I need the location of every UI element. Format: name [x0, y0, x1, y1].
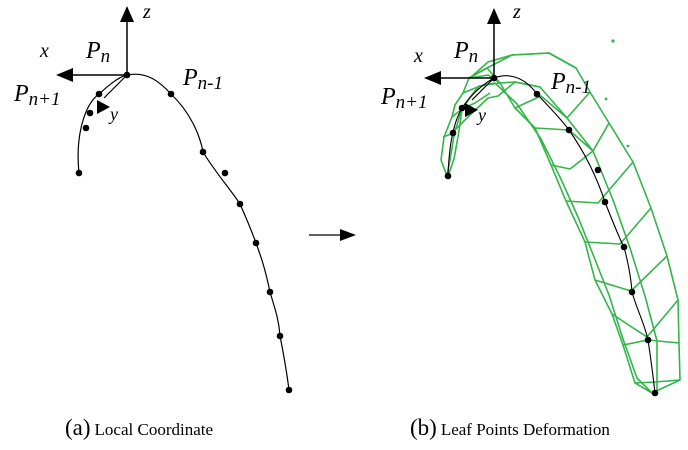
caption-a-text: Local Coordinate	[94, 420, 214, 439]
leaf-mesh	[440, 52, 681, 394]
y-axis-arrowhead	[97, 100, 110, 114]
x-axis-arrowhead	[424, 71, 441, 85]
sample-point	[620, 243, 628, 251]
z-axis-label: z	[142, 1, 151, 23]
mesh-rib	[442, 107, 463, 138]
mesh-rib	[634, 379, 681, 384]
y-axis-line	[471, 77, 495, 101]
caption-b-letter: (b)	[410, 415, 437, 440]
caption-a: (a) Local Coordinate	[65, 416, 213, 439]
sample-point	[266, 288, 274, 296]
caption-a-letter: (a)	[65, 415, 91, 440]
mesh-outline-left	[440, 67, 653, 394]
sample-point	[236, 200, 244, 208]
x-axis-label: x	[413, 45, 423, 67]
y-axis-arrowhead	[465, 103, 478, 117]
sample-point	[252, 239, 260, 247]
sample-point	[199, 148, 207, 156]
caption-b-text: Leaf Points Deformation	[440, 420, 610, 439]
mesh-rib	[534, 122, 610, 152]
midrib-curve-a	[77, 73, 290, 391]
mesh-rib	[611, 299, 679, 338]
sample-point	[221, 169, 229, 177]
y-axis-line	[103, 74, 128, 99]
sample-points-a	[75, 71, 293, 394]
sample-point	[594, 166, 602, 174]
panel-b: z x y Pn Pn-1 Pn+1	[380, 1, 681, 397]
point-label-pn-plus-1: Pn+1	[13, 81, 61, 110]
local-axes-a	[56, 6, 134, 114]
sample-point	[285, 386, 293, 394]
transition-arrow	[309, 229, 356, 241]
z-axis-arrowhead	[487, 8, 501, 24]
sample-point	[644, 336, 652, 344]
z-axis-arrowhead	[120, 6, 134, 22]
point-label-pn-plus-1: Pn+1	[380, 84, 428, 113]
point-label-pn-minus-1: Pn-1	[182, 65, 223, 94]
sample-point	[95, 90, 103, 98]
x-axis-arrowhead	[56, 68, 73, 82]
x-axis-label: x	[39, 40, 49, 62]
midrib-curve-b	[447, 75, 656, 394]
point-label-pn-minus-1: Pn-1	[550, 69, 591, 98]
sample-point	[86, 109, 94, 117]
sample-point	[651, 389, 659, 397]
sample-point	[82, 124, 90, 132]
mesh-rib	[565, 161, 634, 204]
y-axis-label: y	[108, 104, 118, 124]
sample-point	[449, 129, 457, 137]
sample-point	[628, 288, 636, 296]
sample-point	[601, 198, 609, 206]
point-label-pn: Pn	[85, 38, 110, 67]
sample-point-pn-1	[167, 90, 175, 98]
sample-point	[444, 172, 452, 180]
sample-point-pn-1	[533, 90, 541, 98]
point-label-pn: Pn	[453, 38, 478, 67]
sample-point	[565, 126, 573, 134]
sample-points-b	[444, 74, 659, 397]
sample-point	[458, 104, 466, 112]
mesh-rib	[468, 52, 577, 79]
mesh-rib	[514, 91, 591, 119]
y-axis-label: y	[476, 105, 486, 125]
sample-point	[276, 332, 284, 340]
panel-a: z x y Pn Pn-1 Pn+1	[13, 1, 293, 394]
sample-point	[75, 169, 83, 177]
z-axis-label: z	[512, 1, 521, 23]
stray-mesh-points	[604, 39, 630, 148]
caption-b: (b) Leaf Points Deformation	[410, 416, 610, 439]
mesh-rib	[584, 207, 652, 245]
local-axes-b	[424, 8, 501, 117]
